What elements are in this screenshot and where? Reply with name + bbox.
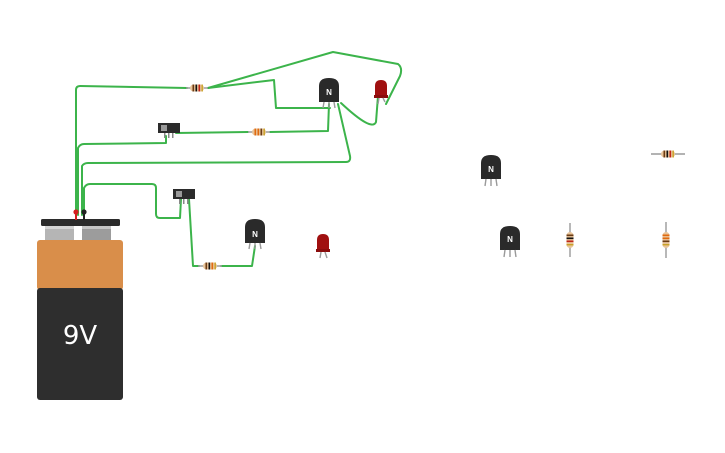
terminal-highlight [45, 226, 74, 229]
led-rim [316, 249, 330, 252]
resistor-body [662, 232, 670, 248]
resistor[interactable] [198, 262, 222, 270]
switch-pin [168, 133, 170, 138]
resistor-band [263, 128, 265, 136]
resistor-band [566, 237, 574, 240]
resistor-band [198, 84, 201, 92]
transistor-body [245, 219, 265, 243]
transistor-body [319, 78, 339, 102]
switch-pin [187, 199, 189, 204]
resistor-band [672, 150, 674, 158]
slide-switch[interactable] [173, 189, 195, 204]
npn-transistor[interactable]: N [481, 155, 501, 187]
switch-slider[interactable] [161, 125, 167, 131]
battery-negative-terminal[interactable] [82, 226, 111, 241]
resistor-band [260, 128, 263, 136]
transistor-body [481, 155, 501, 179]
transistor-label: N [326, 88, 332, 97]
led-body [317, 234, 329, 250]
resistor-band [669, 150, 672, 158]
npn-transistor[interactable]: N [500, 226, 520, 258]
transistor-pin [333, 101, 336, 109]
switch-pin [183, 199, 185, 204]
red-led[interactable] [374, 80, 388, 105]
switch-pin [179, 199, 181, 204]
wire[interactable] [207, 79, 331, 109]
wire[interactable] [81, 103, 352, 216]
resistor-band [257, 128, 260, 136]
resistor-band [192, 84, 195, 92]
led-pin [319, 251, 322, 259]
led-rim [374, 95, 388, 98]
transistor-label: N [507, 235, 513, 244]
led-pin [377, 97, 380, 105]
resistor-band [566, 244, 574, 246]
resistor-band [214, 262, 216, 270]
resistor-band [663, 150, 666, 158]
switch-pin [164, 133, 166, 138]
lead-wire-black [83, 212, 85, 220]
transistor-pin [503, 249, 506, 258]
terminal-highlight [82, 226, 111, 229]
transistor-pin [514, 249, 517, 258]
led-pin [324, 251, 328, 259]
transistor-pin [484, 178, 487, 187]
resistor-band [195, 84, 198, 92]
resistor-band [666, 150, 669, 158]
resistor-band [662, 244, 670, 246]
switch-pin [172, 133, 174, 138]
battery-voltage-label: 9V [63, 321, 98, 351]
battery-positive-terminal[interactable] [45, 226, 74, 241]
wire[interactable] [83, 183, 182, 219]
transistor-pin [259, 242, 262, 250]
wire[interactable] [175, 131, 249, 134]
wire[interactable] [77, 135, 167, 216]
wire[interactable] [207, 51, 403, 105]
lead-wire-red [75, 212, 77, 220]
npn-transistor[interactable]: N [245, 219, 265, 250]
resistor-band [211, 262, 214, 270]
led-pin [382, 97, 386, 103]
battery-cap [37, 240, 123, 290]
switch-slider[interactable] [176, 191, 182, 197]
resistor[interactable] [248, 128, 270, 136]
wire[interactable] [75, 85, 188, 216]
slide-switch[interactable] [158, 123, 180, 138]
resistor-band [254, 128, 257, 136]
transistor-label: N [252, 230, 258, 239]
resistor[interactable] [566, 223, 574, 257]
resistor-band [205, 262, 208, 270]
resistor-band [201, 84, 203, 92]
switch-body [158, 123, 180, 133]
resistor-band [208, 262, 211, 270]
resistor-band [566, 240, 574, 243]
wire[interactable] [188, 198, 200, 267]
resistor-band [662, 234, 670, 237]
transistor-pin [322, 101, 325, 109]
switch-body [173, 189, 195, 199]
battery-9v[interactable]: 9V [37, 209, 123, 400]
wire[interactable] [220, 245, 256, 267]
battery-body [37, 288, 123, 400]
battery-top-plate [41, 219, 120, 226]
resistor-band [662, 240, 670, 243]
wires [75, 51, 403, 267]
resistor[interactable] [186, 84, 208, 92]
wire[interactable] [340, 95, 379, 126]
resistor[interactable] [651, 150, 685, 158]
transistor-body [500, 226, 520, 250]
red-led[interactable] [316, 234, 330, 259]
resistor-band [662, 237, 670, 240]
wire[interactable] [269, 103, 330, 133]
resistor-band [566, 234, 574, 237]
transistor-pin [495, 178, 498, 187]
resistor-body [566, 232, 574, 248]
led-body [375, 80, 387, 96]
resistor[interactable] [662, 222, 670, 258]
transistor-pin [248, 242, 251, 250]
npn-transistor[interactable]: N [319, 78, 339, 109]
transistor-label: N [488, 165, 494, 174]
